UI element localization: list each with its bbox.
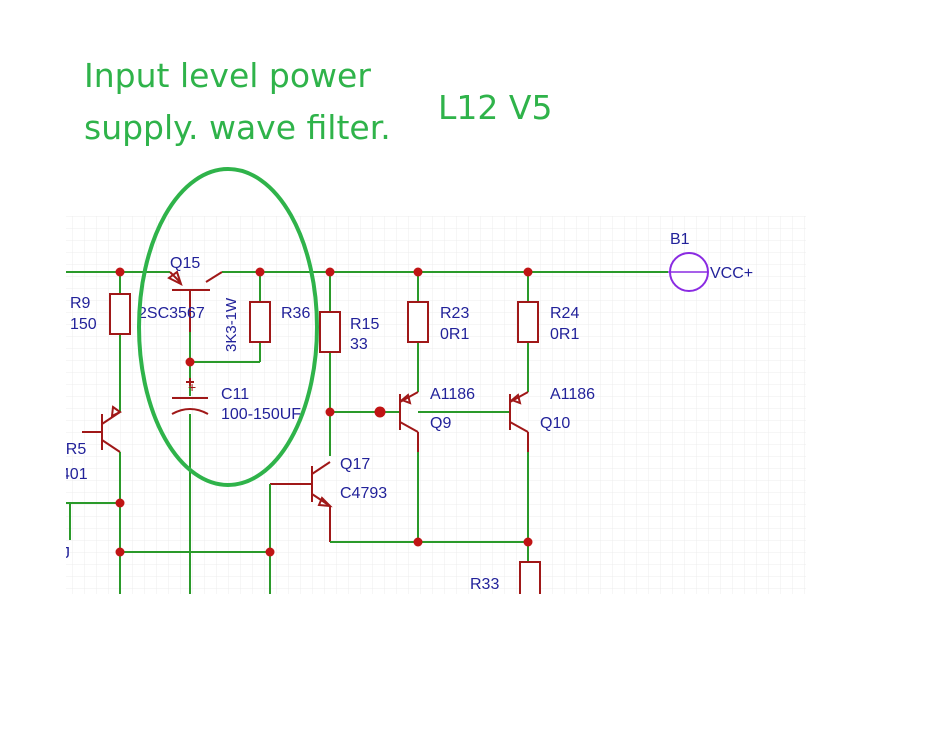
q10-ref: Q10 — [540, 415, 570, 432]
q9-ref: Q9 — [430, 415, 451, 432]
q15-part: 2SC3567 — [138, 305, 205, 322]
q15-ref: Q15 — [170, 255, 200, 272]
annotation-line-2: supply. wave filter. — [84, 108, 391, 147]
r15-branch — [319, 272, 341, 456]
highlight-ellipse — [137, 167, 319, 487]
r36-resistor — [249, 301, 271, 343]
q15-base-wire — [189, 332, 260, 363]
q9-part: A1186 — [430, 386, 475, 403]
q17-transistor — [270, 461, 333, 542]
r33-ref: R33 — [470, 576, 499, 593]
c11-ref: C11 — [221, 386, 249, 403]
r23-branch — [407, 272, 429, 392]
q15-transistor — [167, 270, 223, 332]
q17-ref: Q17 — [340, 456, 370, 473]
annotation-line-1: Input level power — [84, 56, 371, 95]
c11-capacitor — [171, 362, 209, 594]
r24-ref: R24 — [550, 305, 579, 322]
r23-resistor — [407, 301, 429, 343]
r36-value: 3K3-1W — [223, 297, 240, 352]
b1-net: VCC+ — [710, 265, 753, 282]
r9-ref: R9 — [70, 295, 91, 312]
r15-resistor — [319, 311, 341, 353]
q17-part: C4793 — [340, 485, 387, 502]
r15-value: 33 — [350, 336, 368, 353]
r36-ref: R36 — [281, 305, 310, 322]
q9-transistor — [399, 391, 510, 542]
b1-ref: B1 — [670, 231, 690, 248]
b1-power-port — [668, 252, 709, 292]
r23-ref: R23 — [440, 305, 469, 322]
version-label: L12 V5 — [438, 88, 553, 127]
r9-resistor — [109, 293, 131, 335]
r24-resistor — [517, 301, 539, 343]
tr5-part: 5401 — [52, 466, 88, 483]
tr5-ref: TR5 — [56, 441, 86, 458]
circuit — [66, 252, 709, 594]
r36-branch — [249, 272, 271, 362]
c11-polarity: + — [188, 379, 196, 395]
r24-branch — [517, 272, 539, 392]
q10-part: A1186 — [550, 386, 595, 403]
r23-value: 0R1 — [440, 326, 469, 343]
tr5-transistor — [82, 405, 122, 453]
r9-branch — [66, 272, 270, 594]
annotation-text: Input level power supply. wave filter. — [84, 50, 391, 154]
r33-resistor-group — [519, 561, 541, 594]
junctions — [115, 267, 533, 557]
r33-resistor — [519, 561, 541, 594]
r15-ref: R15 — [350, 316, 379, 333]
c11-value: 100-150UF — [221, 406, 301, 423]
r24-value: 0R1 — [550, 326, 579, 343]
clipped-label: J — [62, 545, 70, 562]
r9-value: 150 — [70, 316, 97, 333]
